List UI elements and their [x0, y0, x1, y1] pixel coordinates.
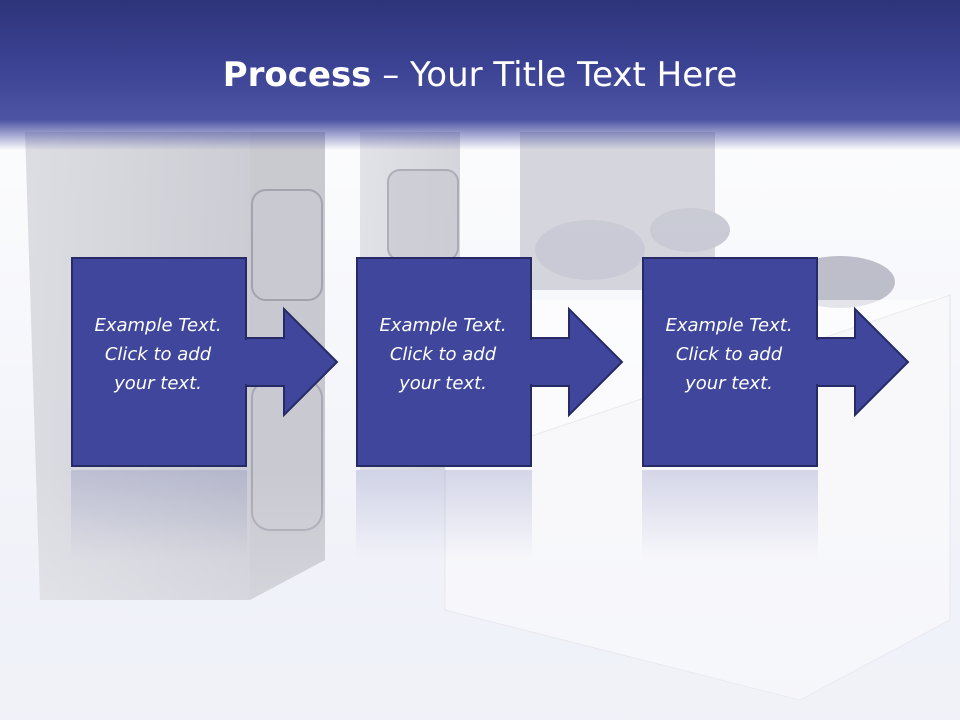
step-3-shape	[642, 257, 910, 467]
step-1-reflection	[71, 470, 247, 560]
step-2-shape	[356, 257, 624, 467]
step-1-line-3: your text.	[114, 373, 202, 394]
title-bar	[0, 0, 960, 150]
slide-title[interactable]: Process – Your Title Text Here	[0, 52, 960, 98]
step-3-reflection	[642, 470, 818, 560]
step-1-shape	[71, 257, 339, 467]
step-3-line-3: your text.	[685, 373, 773, 394]
step-2-reflection	[356, 470, 532, 560]
step-2-line-3: your text.	[399, 373, 487, 394]
step-2-line-1: Example Text.	[379, 315, 507, 336]
step-2-text[interactable]: Example Text. Click to add your text.	[356, 311, 530, 398]
step-1-line-2: Click to add	[104, 344, 212, 365]
process-step-2[interactable]: Example Text. Click to add your text.	[356, 257, 698, 469]
title-rest: – Your Title Text Here	[371, 55, 738, 95]
step-3-line-2: Click to add	[675, 344, 783, 365]
step-3-line-1: Example Text.	[665, 315, 793, 336]
process-step-3[interactable]: Example Text. Click to add your text.	[642, 257, 960, 469]
title-bold: Process	[222, 55, 372, 95]
step-1-text[interactable]: Example Text. Click to add your text.	[71, 311, 245, 398]
step-3-text[interactable]: Example Text. Click to add your text.	[642, 311, 816, 398]
step-1-line-1: Example Text.	[94, 315, 222, 336]
step-2-line-2: Click to add	[389, 344, 497, 365]
process-step-1[interactable]: Example Text. Click to add your text.	[71, 257, 413, 469]
